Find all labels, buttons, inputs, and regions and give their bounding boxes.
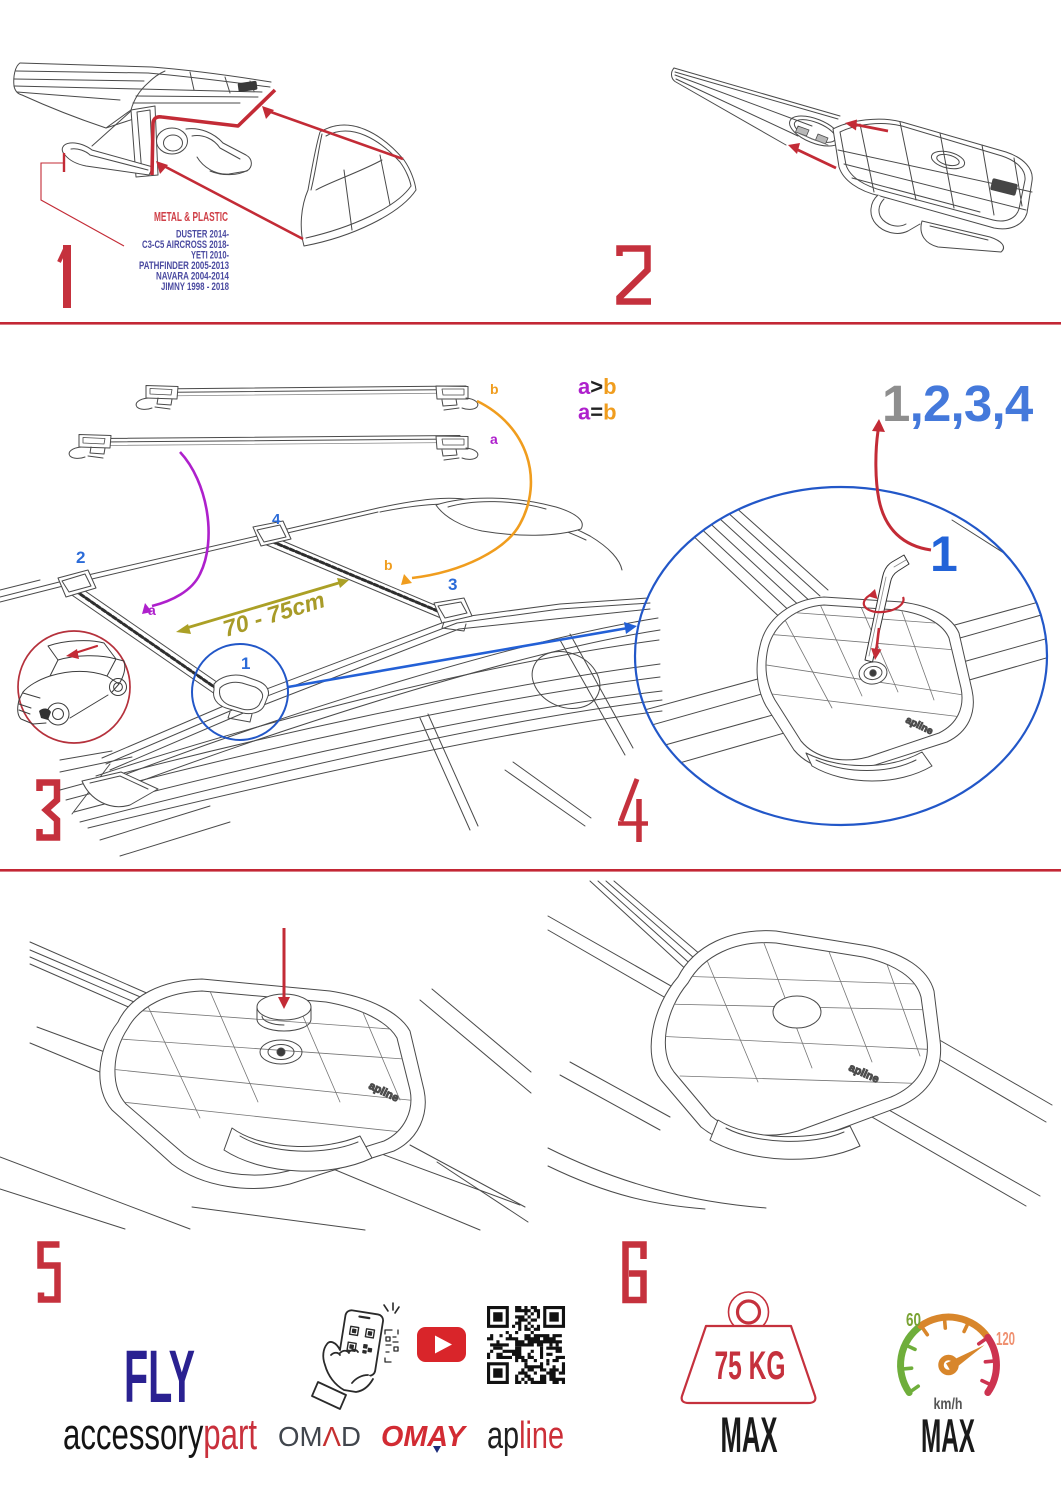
svg-text:a=b: a=b — [578, 400, 617, 425]
svg-text:OMAY: OMAY — [381, 1421, 468, 1453]
svg-text:OMΛD: OMΛD — [278, 1421, 361, 1452]
svg-text:JIMNY 1998 - 2018: JIMNY 1998 - 2018 — [161, 281, 229, 293]
svg-text:NAVARA 2004-2014: NAVARA 2004-2014 — [156, 271, 230, 283]
svg-text:a: a — [148, 602, 156, 618]
svg-text:120: 120 — [996, 1329, 1015, 1349]
svg-text:b: b — [384, 557, 393, 573]
svg-text:1: 1 — [241, 654, 250, 673]
svg-text:apline: apline — [487, 1415, 564, 1457]
svg-text:3: 3 — [448, 575, 457, 594]
svg-text:a>b: a>b — [578, 374, 617, 399]
svg-text:MAX: MAX — [921, 1409, 975, 1462]
svg-text:4: 4 — [272, 511, 281, 528]
svg-text:b: b — [490, 381, 499, 397]
svg-text:a: a — [490, 431, 498, 447]
svg-text:METAL & PLASTIC: METAL & PLASTIC — [154, 210, 228, 224]
svg-text:accessorypart: accessorypart — [63, 1410, 257, 1459]
svg-text:60: 60 — [906, 1310, 921, 1330]
svg-text:C3-C5 AIRCROSS 2018-: C3-C5 AIRCROSS 2018- — [142, 239, 229, 251]
svg-text:2: 2 — [76, 548, 85, 567]
svg-text:DUSTER 2014-: DUSTER 2014- — [176, 229, 229, 241]
svg-text:YETI 2010-: YETI 2010- — [191, 250, 229, 262]
svg-text:km/h: km/h — [934, 1396, 963, 1413]
svg-text:1: 1 — [930, 526, 958, 582]
svg-text:75 KG: 75 KG — [715, 1344, 786, 1388]
svg-text:MAX: MAX — [721, 1407, 778, 1463]
svg-text:1,2,3,4: 1,2,3,4 — [882, 375, 1034, 432]
svg-text:FLY: FLY — [124, 1335, 195, 1418]
svg-text:PATHFINDER 2005-2013: PATHFINDER 2005-2013 — [139, 260, 229, 272]
